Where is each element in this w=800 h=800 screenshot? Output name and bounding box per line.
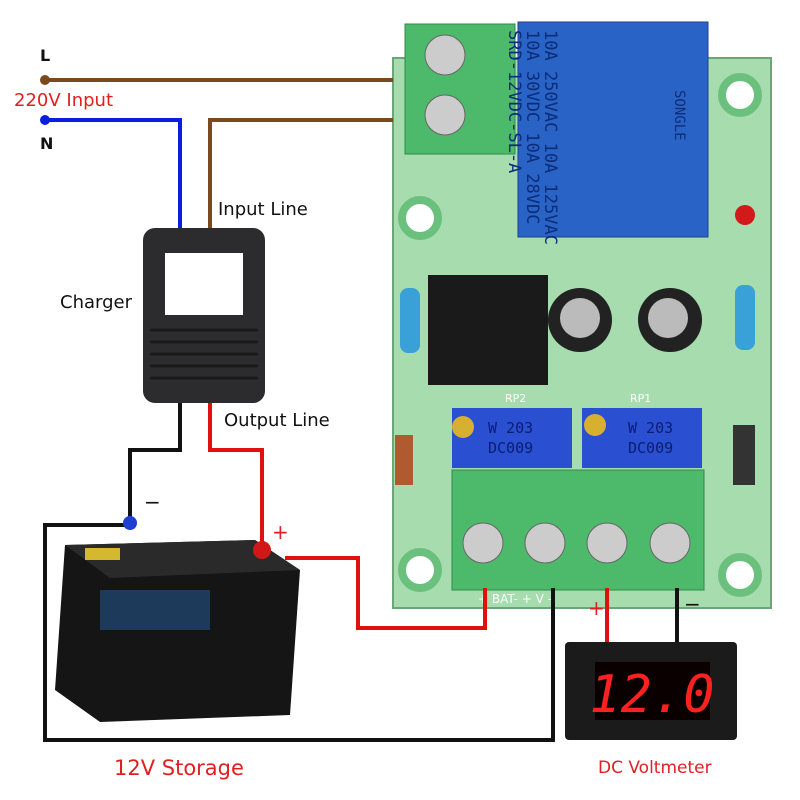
pot-code-2: DC009	[628, 439, 673, 457]
charger-negative-wire	[128, 402, 182, 522]
live-terminal-dot	[40, 75, 50, 85]
pot-code-2: DC009	[488, 439, 533, 457]
label-voltmeter-minus: −	[684, 592, 701, 616]
battery-positive-terminal	[253, 541, 271, 559]
screw-icon	[424, 34, 466, 76]
potentiometer-rp2	[452, 408, 572, 468]
battery-negative-terminal	[123, 516, 137, 530]
diode	[395, 435, 413, 485]
battery-negative-to-board	[43, 523, 555, 742]
label-battery-plus: +	[272, 520, 289, 544]
voltmeter-reading: 12.0	[589, 665, 714, 725]
diode	[733, 425, 755, 485]
dc-voltmeter: 12.0	[565, 642, 737, 740]
relay	[517, 21, 709, 238]
battery-positive-to-board	[285, 556, 487, 630]
pot-code-1: W 203	[488, 419, 533, 437]
charger-input-wire	[208, 118, 393, 230]
pot-label-rp2: RP2	[505, 392, 526, 405]
pot-code-1: W 203	[628, 419, 673, 437]
label-charger: Charger	[60, 292, 132, 313]
battery	[55, 516, 300, 722]
terminal-label: + BAT- + V -	[478, 592, 552, 606]
label-input-line: Input Line	[218, 199, 308, 220]
mount-hole	[398, 73, 762, 597]
label-l: L	[40, 46, 51, 65]
neutral-wire	[45, 118, 182, 230]
led-indicator	[735, 205, 755, 225]
adjust-screw-icon	[584, 414, 606, 436]
relay-text-1: 10A 250VAC 10A 125VAC	[540, 30, 560, 245]
charging-board: 10A 250VAC 10A 125VAC 10A 30VDC 10A 28VD…	[392, 21, 772, 609]
relay-text-2: 10A 30VDC 10A 28VDC	[522, 30, 542, 224]
charger-positive-wire	[208, 402, 264, 545]
label-12v-storage: 12V Storage	[114, 756, 244, 780]
neutral-terminal-dot	[40, 115, 50, 125]
relay-text-3: SRD-12VDC-SL-A	[504, 30, 524, 173]
pot-label-rp1: RP1	[630, 392, 651, 405]
resistor	[735, 285, 755, 350]
label-output-line: Output Line	[224, 410, 330, 431]
label-voltmeter-plus: +	[588, 596, 605, 620]
label-n: N	[40, 134, 54, 153]
adjust-screw-icon	[452, 416, 474, 438]
resistor	[400, 288, 420, 353]
label-220v-input: 220V Input	[14, 90, 113, 111]
label-dc-voltmeter: DC Voltmeter	[598, 758, 712, 778]
charger-unit	[143, 228, 265, 403]
wires	[43, 78, 679, 742]
screw-icon	[424, 94, 466, 136]
relay-brand: SONGLE	[671, 90, 687, 141]
ic-chip	[428, 275, 548, 385]
label-battery-minus: −	[144, 490, 161, 514]
